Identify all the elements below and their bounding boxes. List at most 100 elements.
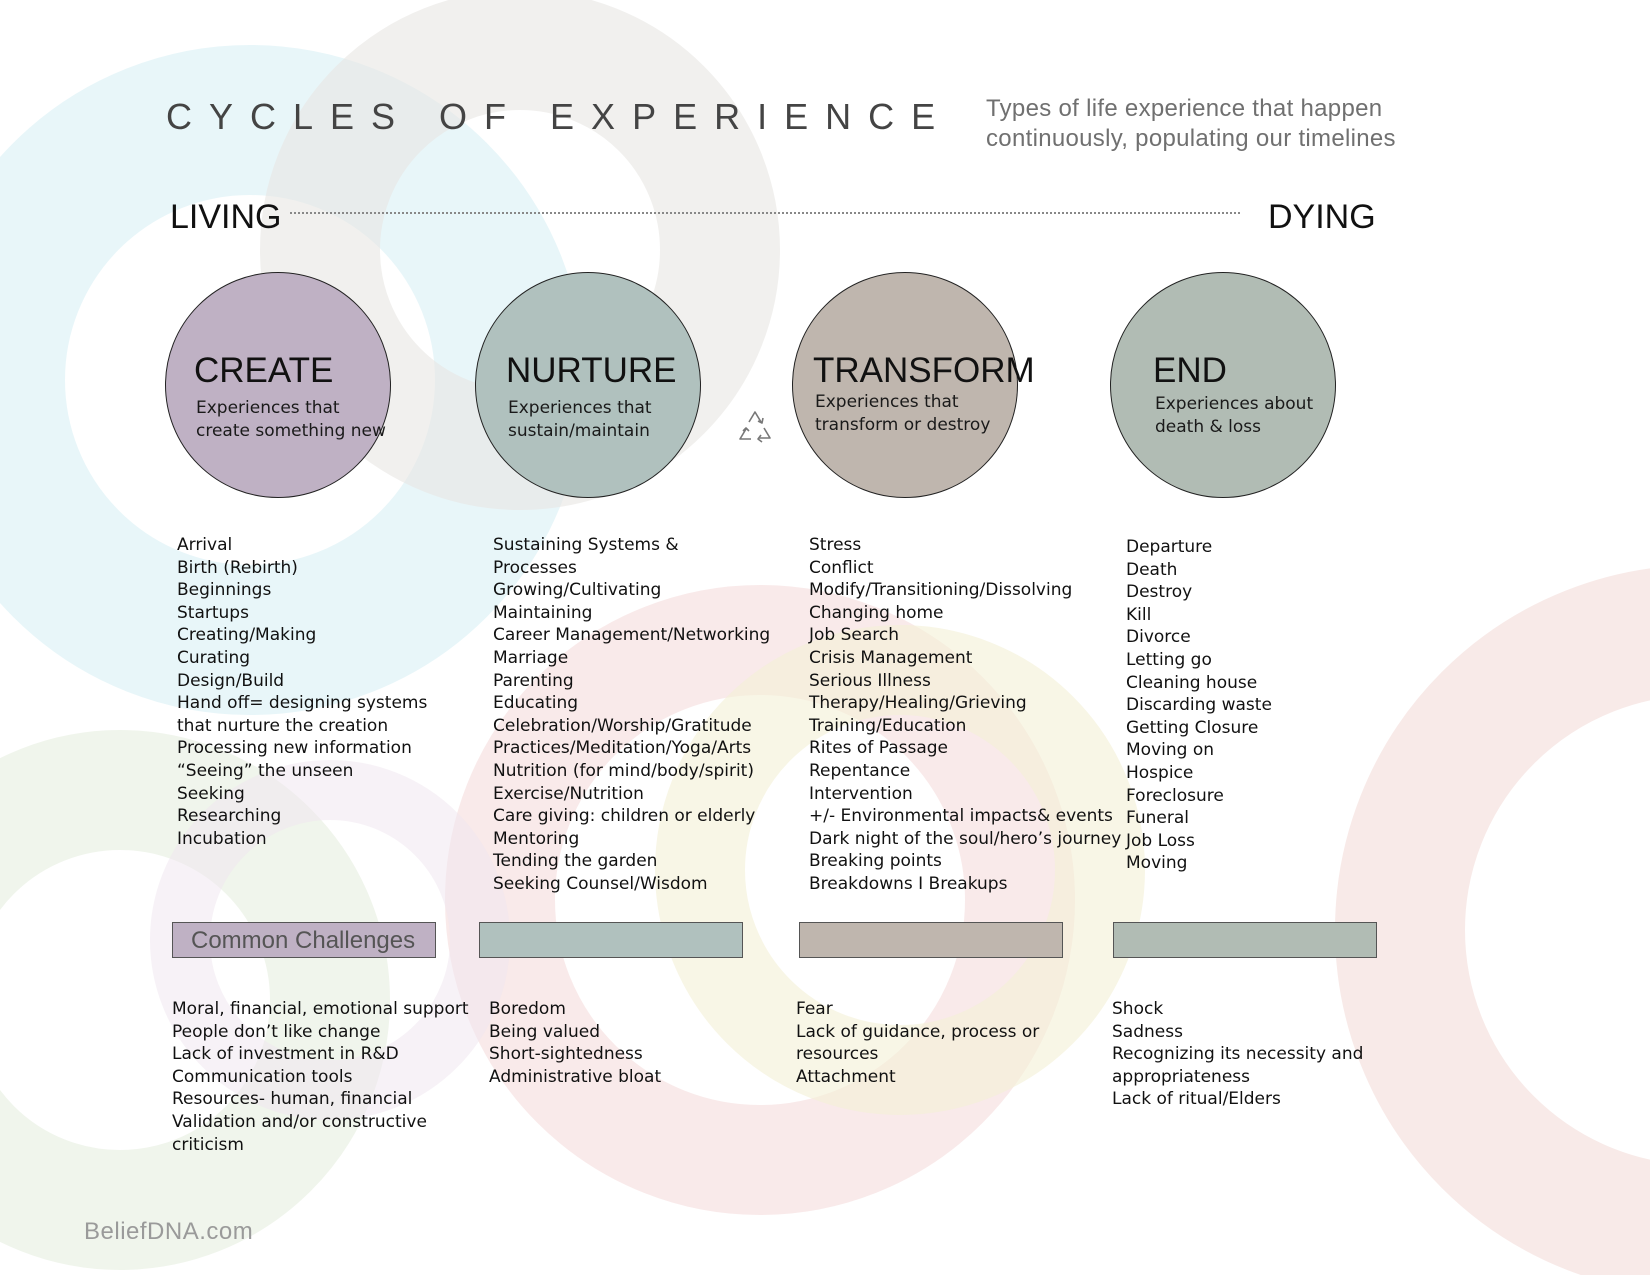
stage-description-line: transform or destroy bbox=[815, 415, 991, 435]
stage-title: TRANSFORM bbox=[813, 351, 1035, 390]
list-item: Exercise/Nutrition bbox=[493, 783, 644, 804]
list-item: Conflict bbox=[809, 557, 874, 578]
list-item: Career Management/Networking bbox=[493, 625, 771, 646]
stage-description: Experiences that sustain/maintain bbox=[508, 397, 652, 443]
list-item: Discarding waste bbox=[1126, 695, 1272, 716]
challenge-item: Validation and/or constructive bbox=[172, 1111, 427, 1132]
list-item: Kill bbox=[1126, 604, 1152, 625]
list-item: Researching bbox=[177, 806, 282, 827]
list-item: Divorce bbox=[1126, 627, 1191, 648]
list-item: Design/Build bbox=[177, 670, 285, 691]
list-item: Processing new information bbox=[177, 738, 412, 759]
axis-label-living: LIVING bbox=[170, 198, 282, 236]
challenge-item: Short-sightedness bbox=[489, 1044, 643, 1065]
list-item: Breaking points bbox=[809, 851, 942, 872]
page-subtitle: Types of life experience that happen con… bbox=[986, 94, 1426, 154]
list-item: Seeking bbox=[177, 783, 245, 804]
list-item: Celebration/Worship/Gratitude bbox=[493, 715, 752, 736]
challenge-item: Sadness bbox=[1112, 1021, 1183, 1042]
list-item: Serious Illness bbox=[809, 670, 931, 691]
challenge-item: Shock bbox=[1112, 999, 1164, 1019]
recycle-icon bbox=[739, 411, 771, 443]
stage-description-line: Experiences that bbox=[196, 398, 340, 418]
stage-description: Experiences that create something new bbox=[196, 397, 386, 443]
stage-title: NURTURE bbox=[506, 351, 677, 390]
challenge-item: Lack of ritual/Elders bbox=[1112, 1089, 1281, 1110]
list-item: Nutrition (for mind/body/spirit) bbox=[493, 760, 754, 781]
list-item: Departure bbox=[1126, 537, 1213, 557]
challenge-item: criticism bbox=[172, 1134, 244, 1155]
challenge-item: Fear bbox=[796, 999, 833, 1019]
list-item: Moving on bbox=[1126, 740, 1214, 761]
footer-brand: BeliefDNA.com bbox=[84, 1218, 254, 1245]
stage-circle-end: END Experiences about death & loss bbox=[1110, 272, 1336, 498]
challenges-header-create: Common Challenges bbox=[172, 922, 436, 958]
list-item: Practices/Meditation/Yoga/Arts bbox=[493, 738, 752, 759]
list-item: Job Loss bbox=[1126, 830, 1195, 851]
stage-description-line: Experiences that bbox=[508, 398, 652, 418]
list-item: Crisis Management bbox=[809, 647, 973, 668]
list-item: Stress bbox=[809, 535, 862, 555]
challenge-item: Boredom bbox=[489, 999, 566, 1019]
axis-dotted-line bbox=[290, 212, 1240, 214]
list-item: Dark night of the soul/hero’s journey bbox=[809, 828, 1122, 849]
list-item: Processes bbox=[493, 557, 577, 578]
challenge-item: appropriateness bbox=[1112, 1066, 1251, 1087]
list-item: Birth (Rebirth) bbox=[177, 557, 298, 578]
challenge-item: Being valued bbox=[489, 1021, 601, 1042]
list-item: that nurture the creation bbox=[177, 715, 389, 736]
list-item: Modify/Transitioning/Dissolving bbox=[809, 580, 1073, 601]
list-item: Letting go bbox=[1126, 649, 1212, 670]
stage-description-line: Experiences that bbox=[815, 392, 959, 412]
stage-description: Experiences that transform or destroy bbox=[815, 391, 990, 437]
list-item: Changing home bbox=[809, 602, 944, 623]
stage-description-line: sustain/maintain bbox=[508, 421, 650, 441]
challenge-item: Communication tools bbox=[172, 1066, 353, 1087]
list-item: Funeral bbox=[1126, 808, 1189, 829]
challenge-item: Lack of guidance, process or bbox=[796, 1021, 1040, 1042]
list-item: Educating bbox=[493, 693, 579, 714]
list-item: Hospice bbox=[1126, 762, 1194, 783]
challenge-item: Lack of investment in R&D bbox=[172, 1044, 399, 1065]
list-item: Curating bbox=[177, 647, 251, 668]
list-item: +/- Environmental impacts& events bbox=[809, 806, 1113, 827]
list-item: Rites of Passage bbox=[809, 738, 948, 759]
list-item: Mentoring bbox=[493, 828, 580, 849]
stage-title: END bbox=[1153, 351, 1227, 390]
list-item: Job Search bbox=[809, 625, 900, 646]
list-item: Arrival bbox=[177, 535, 233, 555]
list-item: Creating/Making bbox=[177, 625, 317, 646]
list-item: Foreclosure bbox=[1126, 785, 1224, 806]
list-item: Sustaining Systems & bbox=[493, 535, 679, 555]
list-item: Getting Closure bbox=[1126, 717, 1259, 738]
stage-circle-transform: TRANSFORM Experiences that transform or … bbox=[792, 272, 1035, 498]
list-item: Seeking Counsel/Wisdom bbox=[493, 873, 708, 894]
challenges-header-transform bbox=[799, 922, 1063, 958]
list-item: Cleaning house bbox=[1126, 672, 1258, 693]
challenge-item: Recognizing its necessity and bbox=[1112, 1044, 1364, 1065]
axis-label-dying: DYING bbox=[1268, 198, 1376, 236]
stage-description-line: create something new bbox=[196, 421, 386, 441]
subtitle-line-2: continuously, populating our timelines bbox=[986, 125, 1396, 152]
list-item: Therapy/Healing/Grieving bbox=[809, 693, 1027, 714]
list-item: “Seeing” the unseen bbox=[177, 760, 354, 781]
stage-circle-create: CREATE Experiences that create something… bbox=[165, 272, 391, 498]
list-item: Repentance bbox=[809, 760, 911, 781]
list-item: Breakdowns I Breakups bbox=[809, 873, 1008, 894]
challenge-item: Administrative bloat bbox=[489, 1066, 662, 1087]
challenges-label: Common Challenges bbox=[191, 927, 416, 954]
list-item: Destroy bbox=[1126, 582, 1193, 603]
list-item: Incubation bbox=[177, 828, 267, 849]
challenge-item: resources bbox=[796, 1044, 879, 1065]
stage-description-line: death & loss bbox=[1155, 417, 1262, 437]
challenges-header-end bbox=[1113, 922, 1377, 958]
list-item: Beginnings bbox=[177, 580, 272, 601]
